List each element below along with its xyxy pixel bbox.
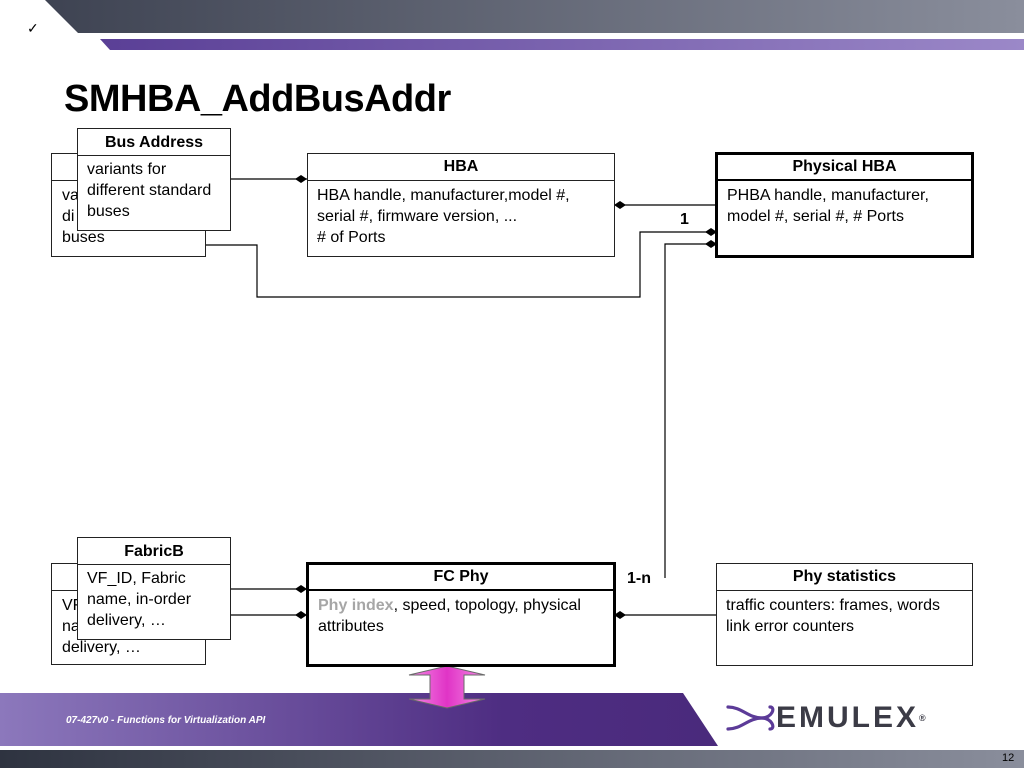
page-number: 12	[1002, 752, 1015, 764]
multiplicity-one-to-n-label: 1-n	[627, 570, 651, 587]
fabricb-back-line: na	[62, 618, 80, 635]
fabricb-line: delivery, …	[87, 612, 166, 629]
fc-phy-box: FC Phy Phy index, speed, topology, physi…	[306, 562, 616, 667]
emulex-logo-text: EMULEX	[776, 701, 920, 734]
fabricb-line: name, in-order	[87, 591, 192, 608]
physical-hba-title: Physical HBA	[718, 155, 971, 181]
fabricb-line: VF_ID, Fabric	[87, 570, 186, 587]
phy-statistics-line: traffic counters: frames, words	[726, 597, 940, 614]
fabricb-back-line: delivery, …	[62, 639, 141, 656]
physical-hba-line: PHBA handle, manufacturer,	[727, 187, 929, 204]
phy-statistics-box: Phy statistics traffic counters: frames,…	[716, 563, 973, 666]
bus-address-line: buses	[87, 203, 130, 220]
physical-hba-box: Physical HBA PHBA handle, manufacturer, …	[715, 152, 974, 258]
multiplicity-one-label: 1	[680, 211, 689, 228]
emulex-logo: EMULEX®	[776, 701, 926, 734]
slide-title: SMHBA_AddBusAddr	[64, 78, 451, 120]
phy-index-highlight: Phy index	[318, 597, 394, 614]
fc-phy-title: FC Phy	[309, 565, 613, 591]
bus-address-line: variants for	[87, 161, 167, 178]
bus-address-title: Bus Address	[78, 129, 230, 156]
bus-address-back-line: di	[62, 208, 75, 225]
bus-address-box: Bus Address variants for different stand…	[77, 128, 231, 231]
physical-hba-line: model #, serial #, # Ports	[727, 208, 904, 225]
check-icon: ✓	[27, 20, 39, 36]
hba-box: HBA HBA handle, manufacturer,model #, se…	[307, 153, 615, 257]
hba-line: # of Ports	[317, 229, 386, 246]
fc-phy-line: , speed, topology, physical	[393, 597, 581, 614]
bus-address-back-line: va	[62, 187, 79, 204]
hba-line: HBA handle, manufacturer,model #,	[317, 187, 570, 204]
phy-statistics-title: Phy statistics	[717, 564, 972, 591]
footer-doc-label: 07-427v0 - Functions for Virtualization …	[66, 715, 266, 726]
fabricb-title: FabricB	[78, 538, 230, 565]
hba-line: serial #, firmware version, ...	[317, 208, 518, 225]
fc-phy-line: attributes	[318, 618, 384, 635]
hba-title: HBA	[308, 154, 614, 181]
phy-statistics-line: link error counters	[726, 618, 855, 635]
bus-address-back-line: buses	[62, 229, 105, 246]
fabricb-box: FabricB VF_ID, Fabric name, in-order del…	[77, 537, 231, 640]
bus-address-line: different standard	[87, 182, 212, 199]
